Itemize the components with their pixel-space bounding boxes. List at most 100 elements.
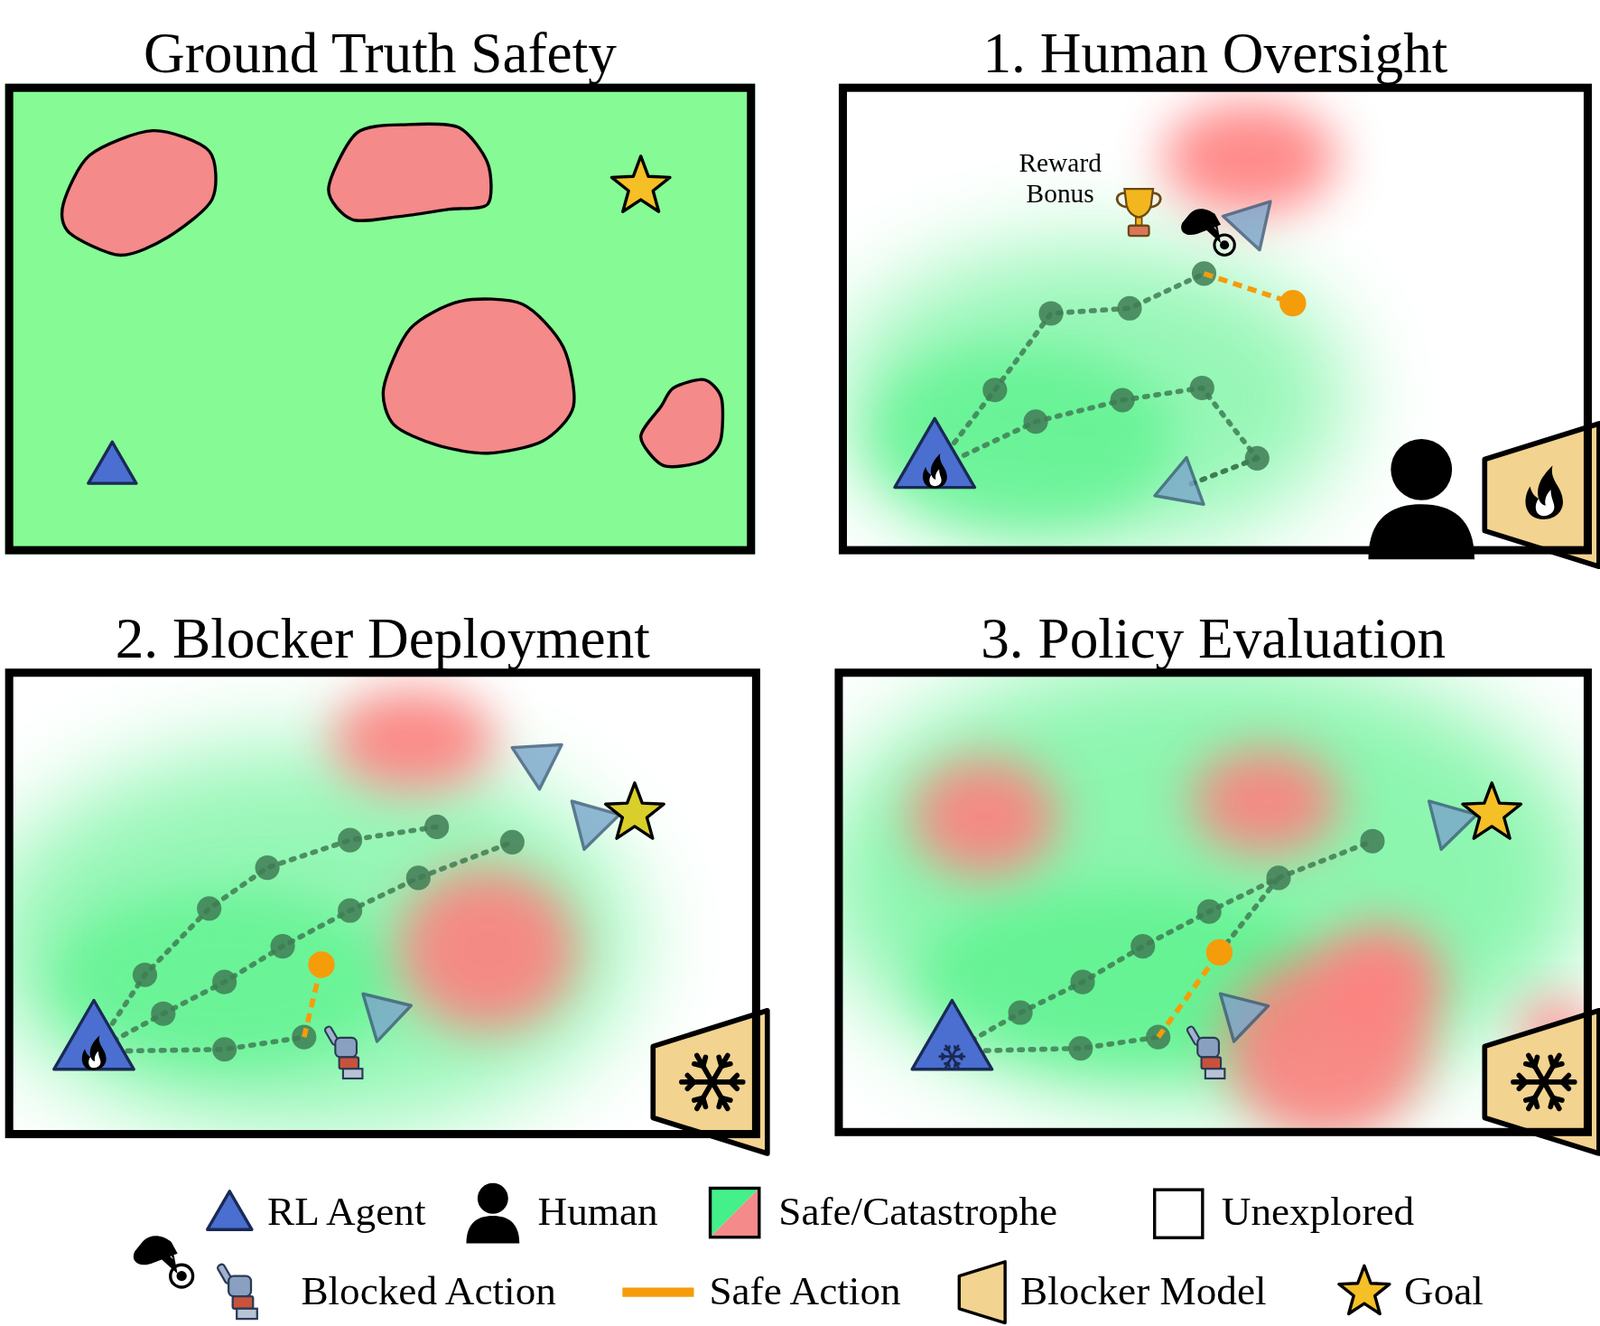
legend-swatch [1153,1187,1205,1239]
trajectory-step [150,1001,176,1026]
legend-label: Safe/Catastrophe [778,1186,1058,1236]
safe-action-line [1204,273,1294,304]
trajectory-step [337,897,363,922]
blocker-model [1484,423,1600,567]
goal-star [605,782,664,838]
trajectory-line [933,273,1204,470]
art-shape [1518,1081,1526,1089]
trajectory-line [951,1036,1158,1052]
legend-label: RL Agent [267,1186,426,1236]
art-shape [697,1081,713,1108]
art-shape [721,1097,731,1100]
catastrophe-region [1191,747,1340,855]
safe-region [51,887,399,1071]
safe-action-line [622,1287,694,1297]
trajectory-step [406,865,431,890]
art-shape [236,1308,258,1319]
end-agent-triangle [362,981,419,1042]
art-shape [697,1055,713,1082]
art-shape [228,1275,252,1297]
policy-evaluation-map [838,672,1588,1133]
art-shape [339,1056,359,1069]
art-shape [1219,240,1229,250]
robot-hand-icon [324,1024,363,1078]
art-shape [1390,438,1452,501]
art-shape [951,1045,959,1057]
fire-icon [82,1034,107,1070]
trajectory-step [196,895,222,921]
art-shape [232,1295,254,1309]
trajectory-step [424,814,449,839]
art-shape [334,1037,357,1057]
art-shape [1513,1079,1545,1085]
art-shape [1562,1075,1569,1082]
snowflake-icon [681,1055,744,1109]
art-shape [1544,1055,1560,1082]
ground-truth-map [5,83,756,555]
end-agent-triangle [511,724,576,790]
snowflake-icon [939,1045,965,1067]
trajectory-step [1190,375,1215,400]
trajectory-line [951,840,1373,1052]
safe-region [867,346,1174,531]
panel-title: 3. Policy Evaluation [822,607,1600,671]
goal-star [1462,782,1521,838]
trajectory-line [1218,877,1279,952]
art-shape [718,1057,722,1067]
art-shape [1197,1037,1219,1057]
swatch-border [710,1187,760,1237]
art-shape [1534,1097,1538,1107]
art-shape [1128,225,1150,236]
safe-region [838,672,1588,1103]
art-shape [1553,1097,1563,1100]
agent-triangle [911,1000,992,1070]
trajectory-line [93,841,512,1052]
catastrophe-region [398,867,578,1032]
click-hand-icon [133,1235,194,1287]
trajectory-step [337,827,363,853]
art-shape [694,1063,704,1066]
goal-star [611,156,670,212]
map-panel: 3. Policy Evaluation [834,668,1592,1136]
art-shape [176,1270,187,1281]
trajectory-step [500,829,525,855]
art-shape [712,1081,728,1108]
panel-title: Ground Truth Safety [0,22,768,86]
end-agent-triangle [1429,790,1484,849]
map-panel: Ground Truth Safety [5,83,756,555]
map-panel: 2. Blocker Deployment [5,668,761,1138]
goal-star [1339,1265,1390,1313]
safe-region [9,744,633,1133]
art-shape [1201,1056,1221,1069]
trajectory-step [132,962,158,987]
catastrophe-region [62,130,216,256]
art-shape [954,1046,956,1051]
trajectory-step [1038,300,1063,326]
art-shape [946,1056,953,1068]
art-shape [1124,188,1154,218]
catastrophe-region [328,123,492,221]
human-icon [1367,438,1475,559]
panel-title: 2. Blocker Deployment [0,607,773,671]
art-shape [1550,1057,1554,1067]
art-shape [730,1075,737,1082]
art-shape [1135,217,1143,226]
catastrophe-region [1320,923,1444,1036]
art-shape [948,1062,949,1067]
trajectory-step [269,933,295,959]
legend-label: Human [538,1186,659,1236]
click-hand-icon [1181,208,1235,255]
fire-icon [922,453,948,489]
annotation-label: Reward Bonus [1000,148,1121,210]
panel-title: 1. Human Oversight [826,22,1600,86]
safe-region [842,244,1347,550]
art-shape [82,1034,107,1070]
art-shape [477,1182,509,1214]
catastrophe-region [911,757,1059,876]
art-shape [88,1051,101,1069]
trajectory-step [212,969,237,995]
art-shape [929,469,941,487]
art-shape [133,1235,178,1274]
safe-ground [5,83,756,555]
human-oversight-extras [1367,423,1599,567]
